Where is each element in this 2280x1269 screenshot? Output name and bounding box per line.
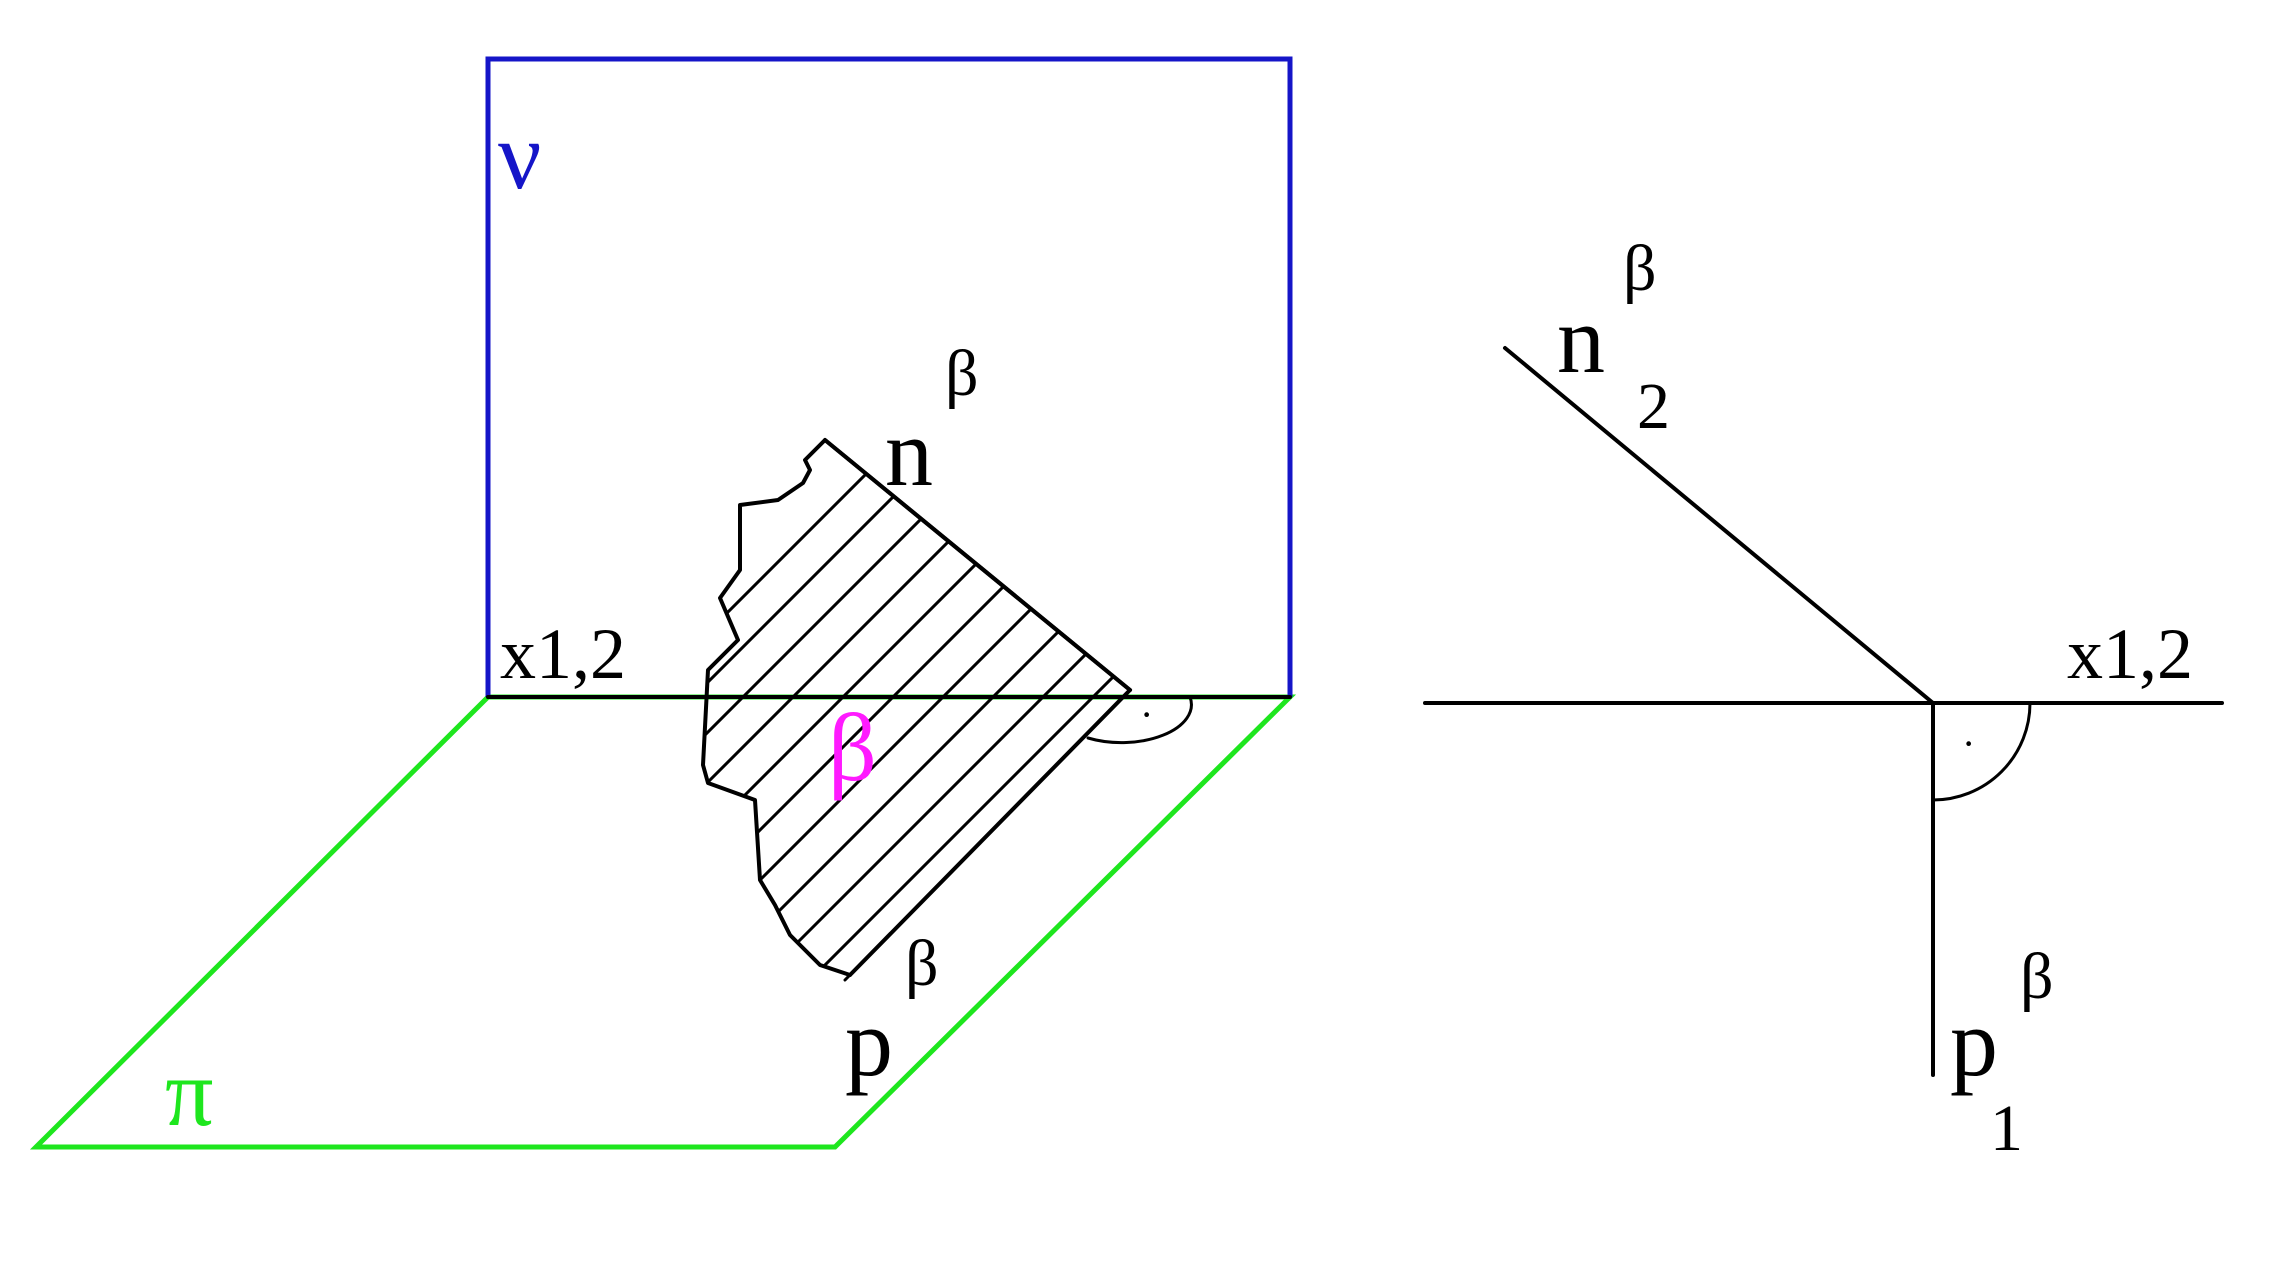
trace-p-beta-label: p (845, 989, 893, 1096)
right-angle-arc-left (1086, 695, 1193, 745)
plane-pi-label: π (165, 1039, 213, 1146)
plane-beta-hatching (703, 440, 1130, 975)
right-figure: · x1,2 n β 2 p β 1 (1423, 232, 2224, 1165)
trace-p-beta-sup: β (905, 927, 939, 1000)
trace-p1-beta-sub: 1 (1990, 1092, 2023, 1165)
trace-n-beta-sup: β (945, 337, 979, 410)
plane-pi-outline (29, 694, 1297, 1150)
trace-n-beta-line (823, 438, 1132, 692)
left-figure: · ν π β x1,2 n β p β (29, 56, 1297, 1150)
plane-beta-outline (701, 438, 1132, 977)
right-angle-arc-right (1931, 701, 2032, 802)
axis-x12-label-right: x1,2 (2067, 614, 2193, 694)
trace-n2-beta-label: n (1557, 286, 1605, 393)
plane-v-outline (485, 56, 1293, 697)
trace-n2-beta-sub: 2 (1637, 370, 1670, 443)
trace-p1-beta-label: p (1950, 989, 1998, 1096)
right-angle-dot-left: · (1140, 692, 1153, 737)
plane-beta-label: β (828, 694, 877, 801)
trace-n-beta-label: n (885, 399, 933, 506)
trace-p1-beta-sup: β (2020, 940, 2054, 1013)
right-angle-dot-right: · (1962, 721, 1975, 766)
axis-x12-label-left: x1,2 (500, 614, 626, 694)
trace-n2-beta-sup: β (1623, 232, 1657, 305)
trace-n2-beta-line (1503, 346, 1935, 705)
plane-v-label: ν (498, 102, 541, 209)
